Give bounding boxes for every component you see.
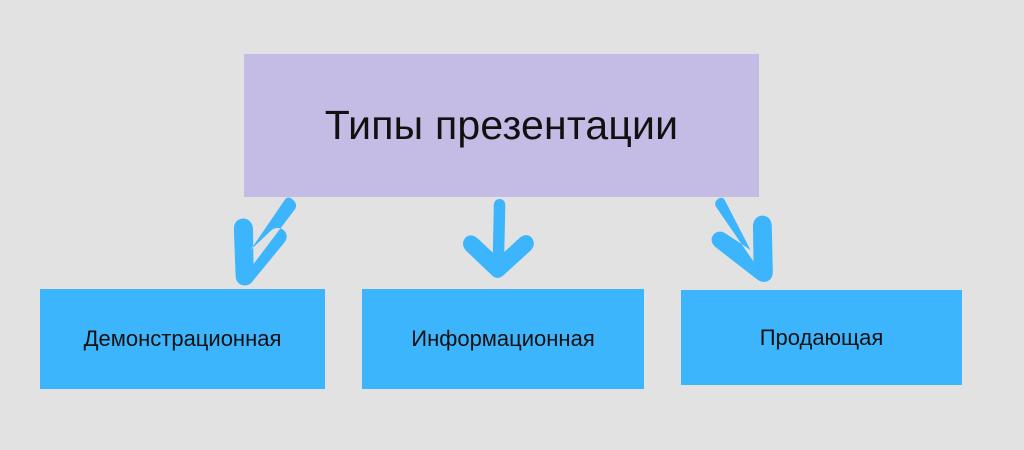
leaf-node-selling[interactable]: Продающая [681,290,962,385]
arrow-right-icon [711,197,773,282]
leaf-node-informational[interactable]: Информационная [362,289,644,389]
root-node-presentation-types[interactable]: Типы презентации [244,54,759,197]
leaf-node-label: Продающая [759,324,884,350]
leaf-node-demonstration[interactable]: Демонстрационная [40,289,325,389]
leaf-node-label: Демонстрационная [83,326,282,352]
arrow-left-icon [233,197,297,286]
arrow-center-icon [462,199,534,278]
root-node-label: Типы презентации [324,101,679,148]
leaf-node-label: Информационная [411,326,595,352]
